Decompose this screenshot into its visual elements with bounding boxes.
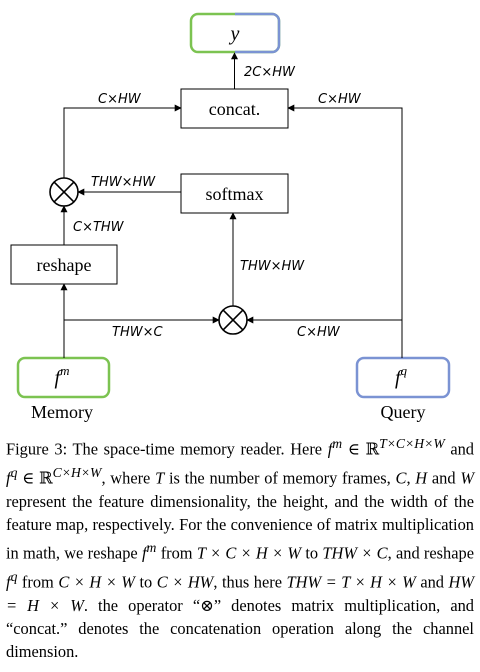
memory-name: Memory <box>31 402 93 422</box>
output-node: y <box>189 12 281 54</box>
query-symbol: f <box>395 367 403 389</box>
figure-caption: Figure 3: The space-time memory reader. … <box>6 436 475 662</box>
label-memory-matmul: THW×C <box>112 325 163 340</box>
reshape-node: reshape <box>10 244 118 285</box>
reshape-label: reshape <box>37 255 92 275</box>
mult-node-lower <box>218 305 248 335</box>
softmax-label: softmax <box>206 184 264 204</box>
svg-text:fm: fm <box>55 363 70 389</box>
mult-node-upper <box>49 177 79 207</box>
label-softmax-mult: THW×HW <box>91 175 156 190</box>
query-superscript: q <box>401 363 408 378</box>
concat-label: concat. <box>209 99 260 119</box>
query-name: Query <box>381 402 426 422</box>
concat-node: concat. <box>180 88 289 129</box>
edges <box>60 52 403 358</box>
diagram: y concat. softmax reshape fm Memory fq <box>10 12 451 422</box>
label-query-concat: C×HW <box>318 92 362 107</box>
memory-superscript: m <box>60 363 69 378</box>
caption-label: Figure 3: <box>6 439 68 459</box>
output-label: y <box>229 23 240 45</box>
svg-text:fq: fq <box>395 363 408 389</box>
softmax-node: softmax <box>180 173 289 214</box>
edge-query-concat <box>287 104 403 358</box>
label-mult-reshape: C×THW <box>73 220 125 235</box>
memory-node: fm <box>16 356 111 399</box>
label-concat-output: 2C×HW <box>244 65 296 80</box>
query-node: fq <box>355 356 451 399</box>
label-query-matmul: C×HW <box>297 325 341 340</box>
label-matmul-softmax: THW×HW <box>240 259 305 274</box>
memory-symbol: f <box>55 367 63 389</box>
label-memory-concat: C×HW <box>98 92 142 107</box>
edge-memory-concat <box>63 104 182 178</box>
